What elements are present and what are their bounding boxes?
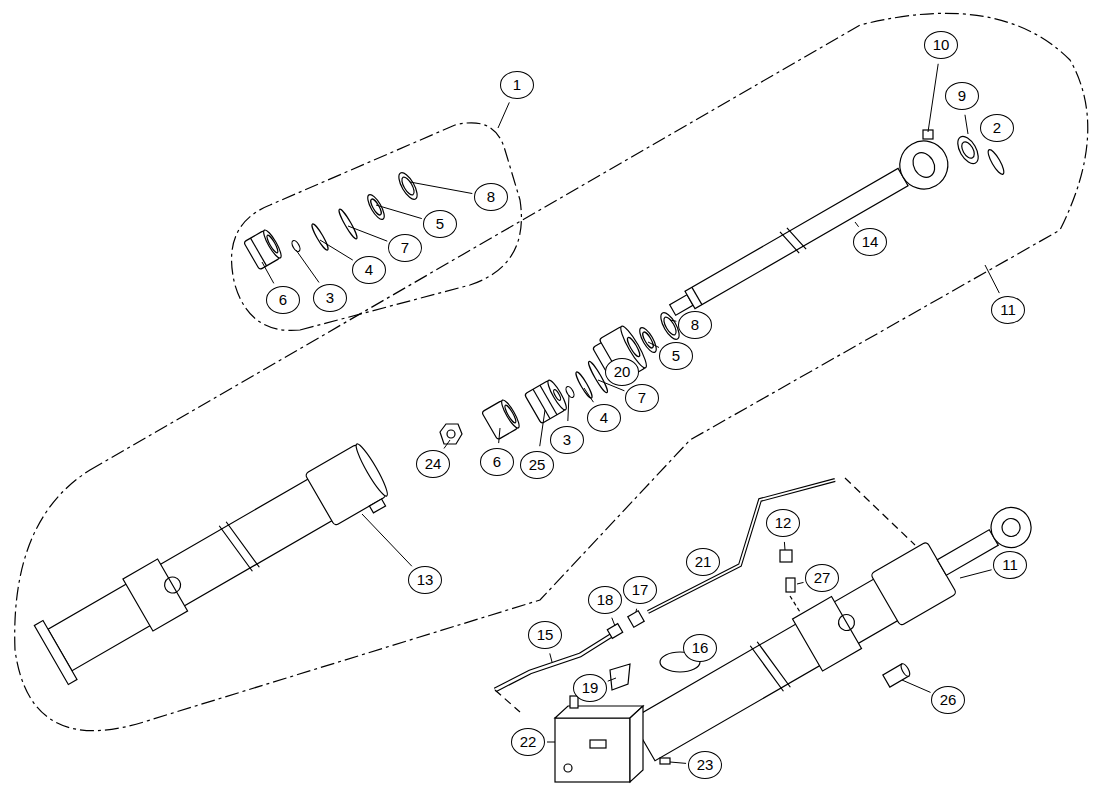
- leader-line: [498, 102, 509, 128]
- cylinder-barrel: [34, 438, 395, 688]
- circlip: [986, 148, 1007, 176]
- callout-number: 18: [588, 586, 622, 614]
- leader-line: [376, 205, 422, 219]
- piston-parts: [440, 310, 683, 444]
- screw: [660, 758, 670, 764]
- callout-number: 7: [625, 384, 659, 412]
- leader-line: [902, 680, 931, 692]
- leader-line: [296, 250, 319, 282]
- callout-number: 11: [991, 296, 1025, 324]
- callout-number: 27: [805, 564, 839, 592]
- callout-number: 15: [528, 621, 562, 649]
- leader-line: [636, 609, 638, 612]
- callout-number: 3: [550, 426, 584, 454]
- leader-line: [670, 762, 686, 763]
- callout-number: 8: [678, 311, 712, 339]
- assembled-cylinder: [628, 492, 1043, 766]
- callout-number: 9: [945, 82, 979, 110]
- bushing: [954, 133, 983, 167]
- leader-line: [320, 240, 353, 260]
- callout-number: 4: [352, 256, 386, 284]
- leader-line: [985, 265, 999, 293]
- leader-line: [444, 440, 450, 448]
- callout-number: 6: [480, 448, 514, 476]
- callout-number: 6: [266, 286, 300, 314]
- callout-number: 22: [511, 728, 545, 756]
- callout-number: 19: [573, 674, 607, 702]
- leader-line: [670, 320, 676, 321]
- callout-number: 24: [416, 450, 450, 478]
- leader-line: [410, 182, 472, 194]
- callout-number: 5: [423, 210, 457, 238]
- callout-number: 26: [931, 686, 965, 714]
- leader-line: [797, 582, 804, 584]
- callout-number: 25: [520, 451, 554, 479]
- leader-line: [960, 570, 992, 578]
- callout-number: 13: [408, 566, 442, 594]
- leader-line: [262, 262, 274, 283]
- nut: [780, 550, 792, 562]
- callout-number: 2: [980, 114, 1014, 142]
- leader-line: [540, 410, 545, 446]
- callout-number: 8: [474, 183, 508, 211]
- valve-block: [555, 696, 643, 782]
- leader-line: [784, 542, 786, 550]
- callout-number: 5: [659, 342, 693, 370]
- callout-number: 3: [313, 284, 347, 312]
- callout-number: 10: [924, 31, 958, 59]
- callout-number: 7: [388, 234, 422, 262]
- nut: [628, 611, 644, 627]
- leader-line: [362, 514, 412, 566]
- leader-line: [348, 226, 387, 241]
- clamp-wedge: [610, 664, 630, 690]
- piston-rod: [661, 132, 957, 331]
- callout-number: 14: [853, 228, 887, 256]
- leader-line: [648, 342, 659, 348]
- leader-line: [550, 653, 552, 662]
- callout-number: 20: [605, 358, 639, 386]
- leader-line: [584, 388, 593, 402]
- spacer: [786, 578, 795, 592]
- leader-line: [855, 222, 859, 227]
- callout-number: 16: [683, 634, 717, 662]
- callout-number: 1: [500, 71, 534, 99]
- seal-kit-envelope: [232, 123, 522, 331]
- callout-number: 12: [766, 509, 800, 537]
- leader-line: [928, 64, 938, 132]
- leader-line: [965, 115, 968, 134]
- leader-line: [499, 428, 500, 443]
- leader-line: [568, 395, 569, 421]
- leader-line: [612, 618, 615, 626]
- leader-line: [608, 678, 616, 681]
- callout-number: 23: [688, 751, 722, 779]
- leader-line: [547, 742, 555, 743]
- steel-tube: [648, 480, 835, 612]
- callout-number: 17: [623, 576, 657, 604]
- callout-number: 21: [686, 548, 720, 576]
- dashed-bracket: [845, 478, 915, 545]
- cylinder-envelope: [15, 13, 1088, 730]
- callout-number: 4: [587, 404, 621, 432]
- pin: [883, 662, 912, 687]
- callout-number: 11: [993, 551, 1027, 579]
